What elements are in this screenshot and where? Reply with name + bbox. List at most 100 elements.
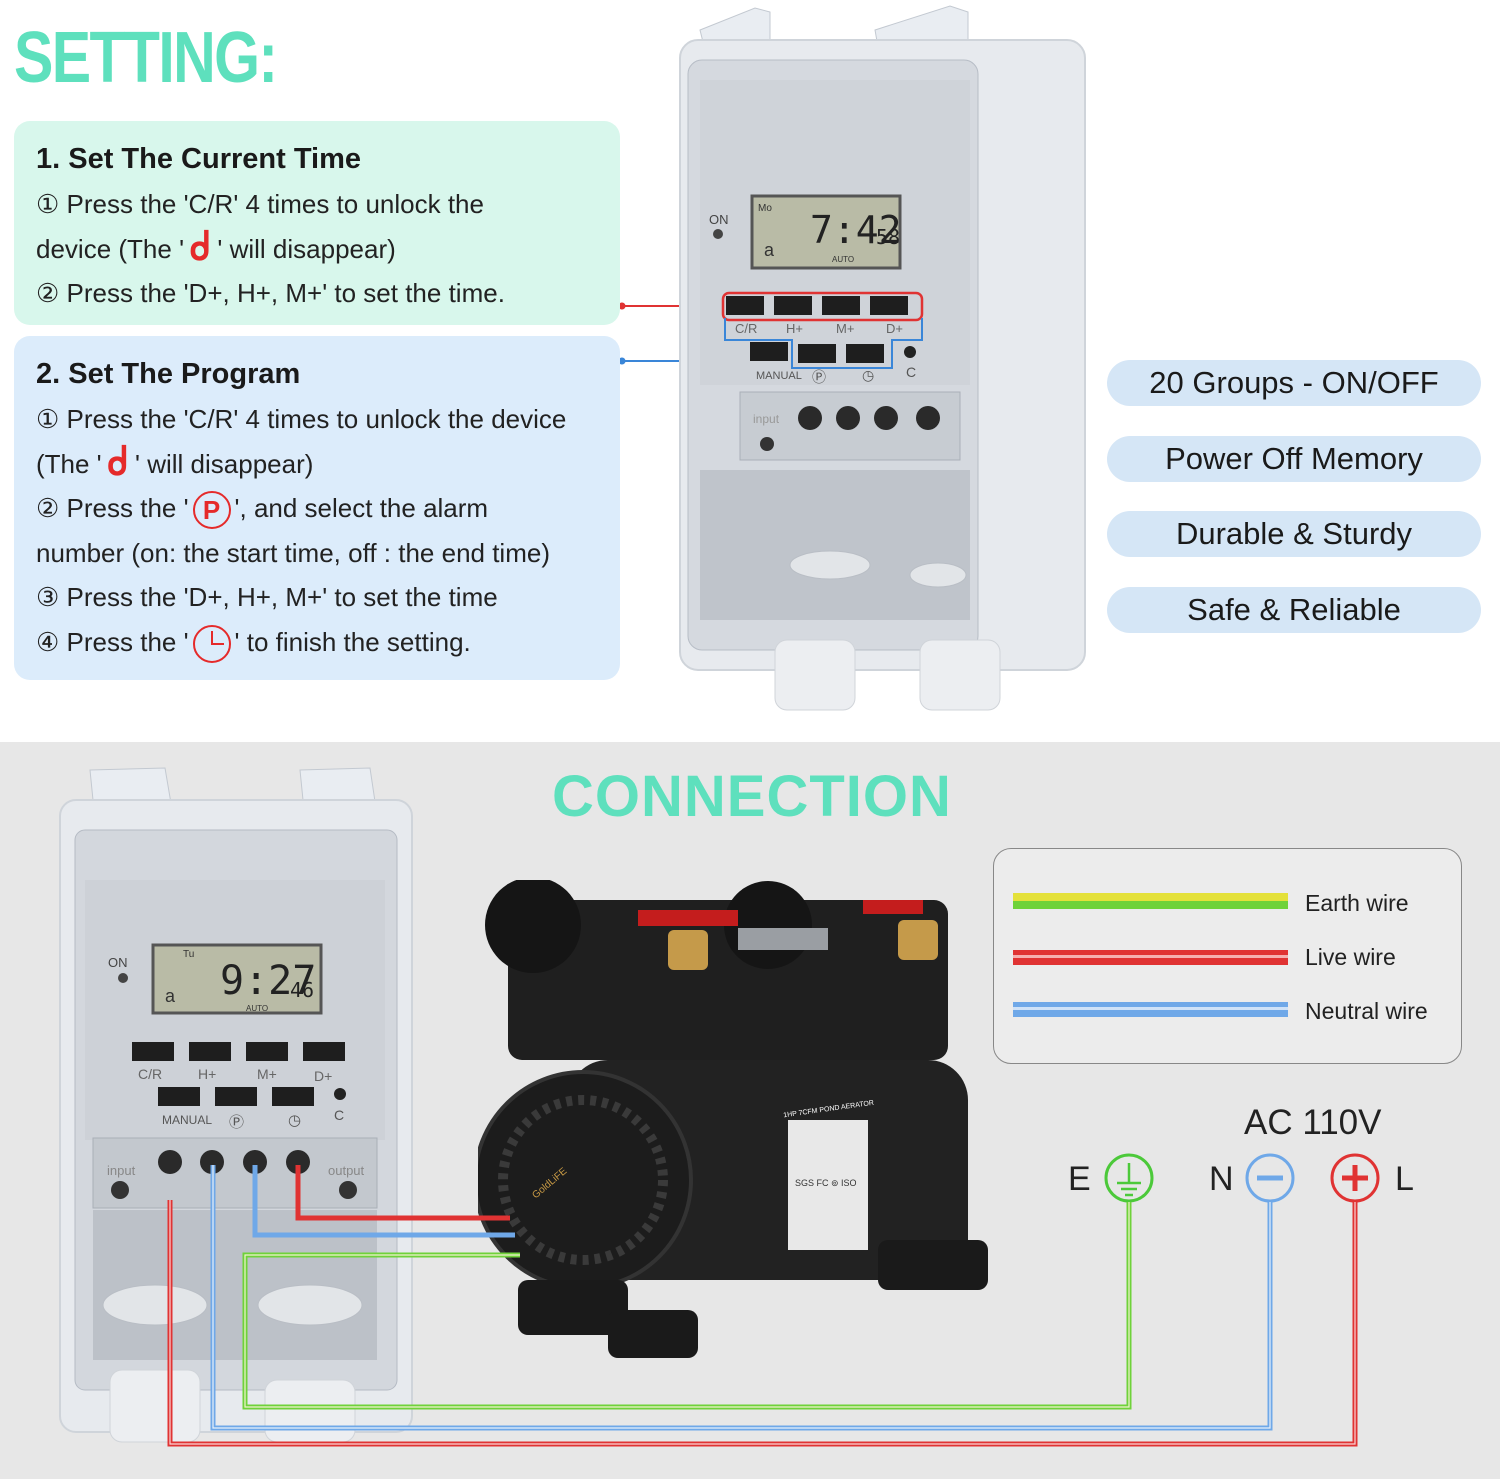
legend-swatches xyxy=(1013,893,1288,1017)
step1-heading: 1. Set The Current Time xyxy=(36,143,361,175)
mount-hole-right xyxy=(339,1181,357,1199)
step2-heading: 2. Set The Program xyxy=(36,358,301,390)
label-program: Ⓟ xyxy=(229,1114,245,1131)
step2-line2-post: ' will disappear) xyxy=(135,448,314,479)
button-d xyxy=(870,296,908,315)
lcd-time: 9:27 xyxy=(220,958,317,1004)
step1-line3: ② Press the 'D+, H+, M+' to set the time… xyxy=(36,278,505,308)
lcd-mode: AUTO xyxy=(246,1004,269,1013)
gland-left xyxy=(102,1284,208,1326)
pump-shaft xyxy=(738,928,828,950)
neutral-swatch-mid xyxy=(1013,1007,1288,1010)
fan-grille xyxy=(498,1095,668,1265)
step2-line3-post: ', and select the alarm xyxy=(234,493,489,523)
live-swatch-bottom xyxy=(1013,958,1288,965)
terminal-4 xyxy=(286,1150,310,1174)
terminal-1 xyxy=(798,406,822,430)
neutral-wire-supply xyxy=(210,1165,1273,1431)
terminal-2 xyxy=(200,1150,224,1174)
earth-swatch-top xyxy=(1013,893,1288,901)
clock-icon xyxy=(192,624,231,663)
step2-line3: ② Press the 'P', and select the alarm xyxy=(36,486,602,531)
cable-gland-left xyxy=(774,639,856,711)
on-label: ON xyxy=(709,212,729,227)
pump-foot-left xyxy=(518,1280,628,1335)
cable-gland-right xyxy=(919,639,1001,711)
reset-hole xyxy=(334,1088,346,1100)
on-label: ON xyxy=(108,955,128,970)
pump-foot-front xyxy=(608,1310,698,1358)
button-h xyxy=(189,1042,231,1061)
highlight-red xyxy=(721,291,924,322)
button-program xyxy=(215,1087,257,1106)
terminal-3 xyxy=(243,1150,267,1174)
mount-hole xyxy=(760,437,774,451)
label-manual: MANUAL xyxy=(756,370,802,382)
gland-right xyxy=(909,562,967,588)
label-c: C xyxy=(334,1107,345,1123)
callout-dot-blue xyxy=(620,357,626,365)
button-m xyxy=(246,1042,288,1061)
lcd-seconds: 46 xyxy=(290,978,315,1002)
label-input: input xyxy=(107,1163,136,1178)
step1-line2: device (The 'ᑯ' will disappear) xyxy=(36,227,602,272)
live-swatch-top xyxy=(1013,950,1288,955)
gland-right xyxy=(257,1284,363,1326)
button-manual xyxy=(158,1087,200,1106)
lcd-seconds: 58 xyxy=(876,225,901,249)
step2-line2-pre: (The ' xyxy=(36,448,102,479)
button-clock xyxy=(846,344,884,363)
step2-line2: (The 'ᑯ' will disappear) xyxy=(36,442,602,487)
step2-line3-pre: ② Press the ' xyxy=(36,493,189,523)
btn-label-m: M+ xyxy=(257,1066,277,1082)
lcd-time: 7:42 xyxy=(810,208,902,252)
label-clock: ◷ xyxy=(288,1112,302,1129)
button-cr xyxy=(132,1042,174,1061)
pump-head xyxy=(508,900,948,1060)
button-program xyxy=(798,344,836,363)
label-c: C xyxy=(906,364,917,380)
neutral-wire-load xyxy=(252,1165,515,1238)
neutral-wire-supply-highlight xyxy=(212,1165,1271,1429)
btn-label-d: D+ xyxy=(314,1068,333,1084)
button-h xyxy=(774,296,812,315)
legend-earth-label: Earth wire xyxy=(1305,890,1409,916)
cable-gland-left xyxy=(109,1369,201,1443)
label-clock: ◷ xyxy=(862,367,875,383)
highlight-blue xyxy=(724,318,923,369)
lock-icon: ᑯ xyxy=(107,439,130,484)
air-pump xyxy=(478,880,988,1358)
pump-cap-left xyxy=(485,880,581,973)
setting-title: SETTING: xyxy=(14,18,278,98)
terminal-l-letter: L xyxy=(1395,1160,1414,1198)
lcd-lock: a xyxy=(764,240,775,260)
lcd-day: Tu xyxy=(183,949,195,960)
earth-icon xyxy=(1104,1153,1154,1203)
feature-durable: Durable & Sturdy xyxy=(1107,511,1481,557)
button-m xyxy=(822,296,860,315)
valve-handle-left xyxy=(638,910,738,926)
brass-valve-left xyxy=(668,930,708,970)
terminal-n-letter: N xyxy=(1209,1160,1234,1198)
terminal-1 xyxy=(158,1150,182,1174)
btn-label-m: M+ xyxy=(836,321,855,336)
terminal-e-letter: E xyxy=(1068,1160,1091,1198)
terminal-2 xyxy=(836,406,860,430)
neutral-swatch-top xyxy=(1013,1002,1288,1007)
step2-line4: number (on: the start time, off : the en… xyxy=(36,537,550,568)
connection-title: CONNECTION xyxy=(552,764,952,829)
gland-left xyxy=(789,550,871,580)
minus-icon xyxy=(1245,1153,1295,1203)
valve-handle-right xyxy=(863,900,923,914)
button-d xyxy=(303,1042,345,1061)
step2-line6: ④ Press the '' to finish the setting. xyxy=(36,620,602,665)
lock-icon: ᑯ xyxy=(190,224,212,269)
callout-dot-red xyxy=(620,302,626,310)
lcd-screen xyxy=(750,194,902,270)
step1-line2-post: ' will disappear) xyxy=(217,233,396,264)
btn-label-h: H+ xyxy=(198,1066,217,1082)
step2-line6-pre: ④ Press the ' xyxy=(36,626,189,657)
motor-label xyxy=(788,1120,868,1250)
reset-hole xyxy=(904,346,916,358)
earth-swatch-bottom xyxy=(1013,901,1288,909)
